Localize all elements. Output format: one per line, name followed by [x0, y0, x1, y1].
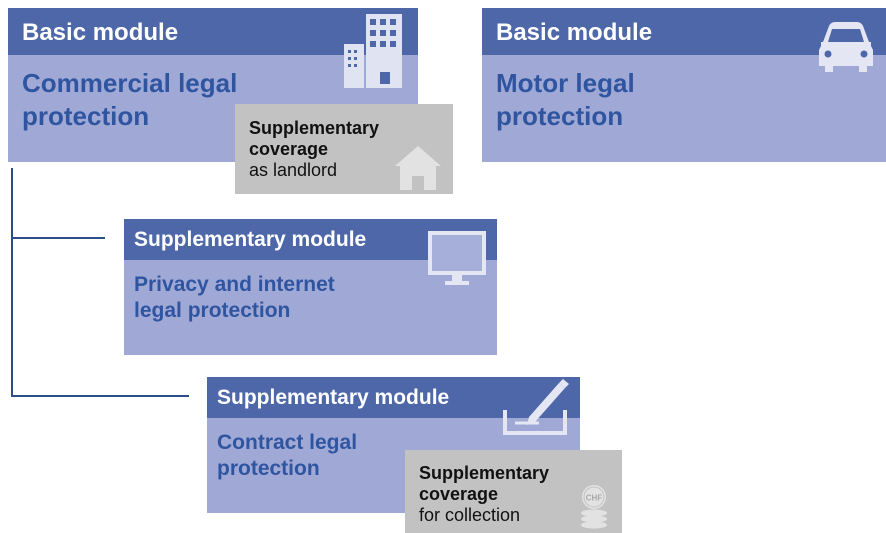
contract-legal-protection-card: Supplementary module Contract legal prot…	[207, 377, 580, 513]
card-title: Privacy and internet legal protection	[134, 273, 335, 323]
card-header-label: Basic module	[496, 19, 653, 46]
connector-to-contract	[11, 395, 189, 397]
chf-coins-icon: CHF	[581, 485, 607, 529]
connector-vertical	[11, 168, 13, 397]
office-building-icon	[344, 14, 402, 88]
card-title: Contract legal protection	[217, 431, 358, 481]
card-header-label: Supplementary module	[217, 386, 450, 409]
car-icon	[819, 22, 873, 72]
commercial-legal-protection-card: Basic module Commercial legal protection	[8, 8, 418, 162]
signing-pen-icon	[503, 379, 569, 435]
supplementary-coverage-landlord: Supplementary coverage as landlord	[235, 104, 453, 194]
card-title: Motor legal protection	[496, 68, 635, 131]
house-icon	[395, 146, 441, 190]
card-header: Basic module	[482, 8, 886, 55]
coin-label: CHF	[586, 494, 603, 503]
motor-legal-protection-card: Basic module Motor legal protection	[482, 8, 886, 162]
privacy-internet-legal-protection-card: Supplementary module Privacy and interne…	[124, 219, 497, 355]
card-header: Supplementary module	[207, 377, 580, 418]
connector-to-privacy	[11, 237, 105, 239]
monitor-icon	[428, 231, 486, 285]
card-header-label: Basic module	[22, 19, 179, 46]
card-header-label: Supplementary module	[134, 228, 367, 251]
card-title: Commercial legal protection	[22, 68, 238, 131]
supplementary-coverage-collection: Supplementary coverage for collection CH…	[405, 450, 622, 533]
